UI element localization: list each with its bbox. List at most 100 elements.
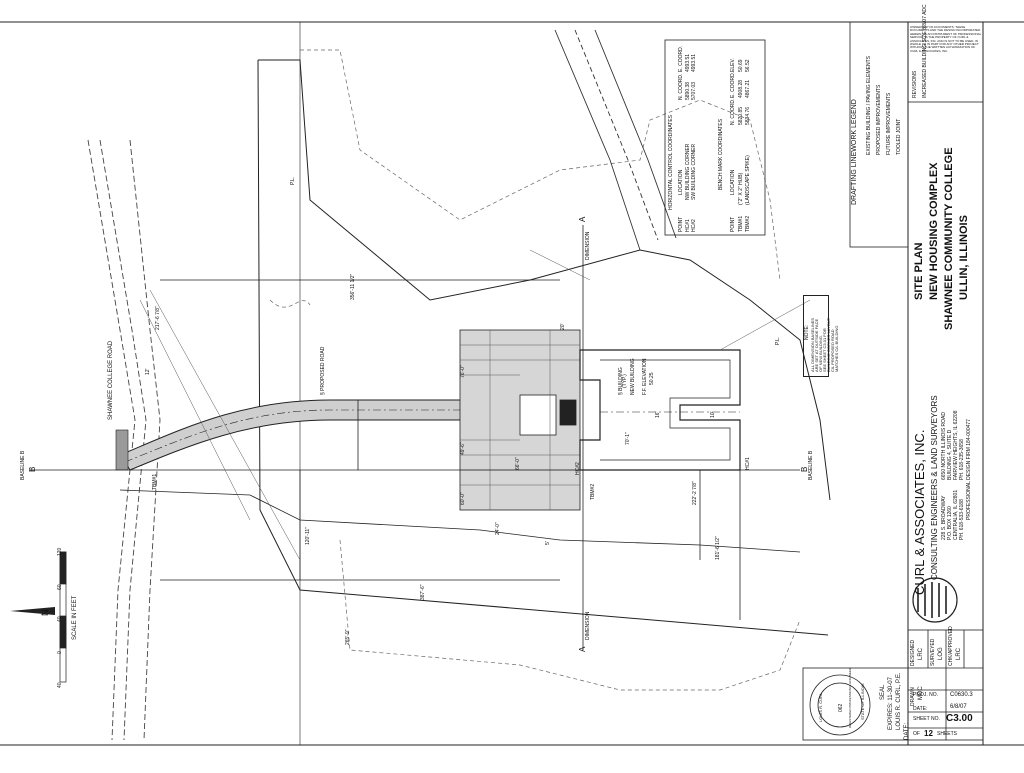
bench-r0-point: TBM#1 bbox=[738, 215, 744, 232]
dim-15: 12' bbox=[145, 368, 151, 375]
ffe-value: 50.25 bbox=[649, 372, 655, 385]
existing-road bbox=[554, 29, 677, 251]
baseline-b-right: BASELINE B bbox=[808, 450, 814, 480]
bench-title: BENCH MARK COORDINATES bbox=[718, 118, 724, 190]
sheet-number: C3.00 bbox=[946, 713, 973, 724]
hcoords-h-e: E. COORD. bbox=[678, 45, 684, 72]
parking-lot bbox=[459, 329, 581, 511]
bench-r1-e: 4867.21 bbox=[745, 79, 751, 98]
section-a-top: A bbox=[578, 216, 587, 222]
note-line-7: MATCHES C/L BUILDING bbox=[834, 325, 839, 372]
legend-item-existing: EXISTING BUILDING / PAVING ELEMENTS bbox=[866, 55, 872, 155]
future-area bbox=[269, 49, 801, 691]
seal-ring-number: 062 bbox=[838, 703, 844, 712]
college-road bbox=[87, 139, 161, 741]
bench-h-elev: ELEV. bbox=[730, 58, 736, 72]
bench-r0-e: 4908.28 bbox=[738, 79, 744, 98]
dim-13: 66'-0" bbox=[515, 457, 521, 470]
hcoords-r1-n: 5707.03 bbox=[691, 81, 697, 100]
dim-7: 120'-11" bbox=[305, 527, 311, 545]
copyright-note: OWNERSHIP OF DOCUMENTS: THESE DOCUMENTS … bbox=[910, 26, 982, 53]
scale-tick-120: 120 bbox=[57, 547, 63, 556]
dim-8: 60'-0" bbox=[460, 492, 466, 505]
dim-14: 16' bbox=[655, 411, 661, 418]
dim-9: 76'-0" bbox=[460, 365, 466, 378]
dim-16: 10' bbox=[710, 411, 716, 418]
legend-title: DRAFTING LINEWORK LEGEND bbox=[851, 99, 858, 205]
baselines bbox=[30, 225, 800, 650]
college-road-label: SHAWNEE COLLEGE ROAD bbox=[108, 340, 114, 420]
bench-r1-elev: 56.52 bbox=[745, 59, 751, 72]
new-building bbox=[579, 349, 741, 471]
new-building-label: NEW BUILDING bbox=[630, 358, 636, 395]
dim-6: 222'-2 7/8" bbox=[692, 481, 698, 505]
of-label: OF bbox=[913, 731, 920, 737]
tbm1-label: TBM#1 bbox=[152, 473, 158, 490]
sheet-count: 12 bbox=[924, 729, 933, 738]
north-arrow bbox=[10, 607, 55, 615]
client-name: SHAWNEE COMMUNITY COLLEGE bbox=[943, 147, 955, 330]
surveyed-label: SURVEYED bbox=[930, 638, 936, 666]
designed-label: DESIGNED bbox=[910, 639, 916, 666]
bench-r0-location: ("2" X 2" HUB) bbox=[738, 172, 744, 205]
legend-item-joint: TOOLED JOINT bbox=[896, 118, 902, 155]
proj-value: C0630.3 bbox=[950, 692, 973, 698]
firm-name: CURL & ASSOCIATES, INC. bbox=[912, 429, 927, 595]
dim-12: 49'-6" bbox=[460, 442, 466, 455]
scale-bar bbox=[59, 551, 67, 683]
bench-r1-n: 5834.76 bbox=[745, 106, 751, 125]
hcoords-h-n: N. COORD. bbox=[678, 73, 684, 100]
dim-3: 265'-9" bbox=[345, 629, 351, 645]
scale-tick-0: 0 bbox=[57, 651, 63, 654]
hcoords-r1-e: 4993.51 bbox=[691, 53, 697, 72]
title-block-grid bbox=[664, 21, 984, 741]
scale-tick-60: 60 bbox=[57, 584, 63, 590]
bench-r1-location: (LANDSCAPE SPIKE) bbox=[745, 155, 751, 205]
scale-tick-40: 40 bbox=[57, 616, 63, 622]
dim-10: 70'-1" bbox=[625, 432, 631, 445]
designed-value: LRC bbox=[918, 647, 924, 660]
sheets-label: SHEETS bbox=[937, 731, 958, 737]
hcoords-h-point: POINT bbox=[678, 216, 684, 232]
dimension-label-top: DIMENSION bbox=[585, 231, 591, 260]
proj-label: PROJ. NO. bbox=[913, 692, 939, 698]
bench-r0-elev: 50.69 bbox=[738, 59, 744, 72]
seal-engineer: LOUIS R. CURL, P.E. bbox=[896, 672, 902, 730]
engineer-seal bbox=[809, 674, 871, 736]
bench-h-n: N. COORD. bbox=[730, 98, 736, 125]
seal-date-label: DATE: bbox=[904, 722, 910, 740]
seal-label: SEAL bbox=[880, 684, 886, 700]
dim-11: 24'-0" bbox=[495, 522, 501, 535]
section-a-bottom: A bbox=[578, 646, 587, 652]
dim-17: 20' bbox=[560, 323, 566, 330]
legend-item-proposed: PROPOSED IMPROVEMENTS bbox=[876, 84, 882, 155]
hc2-label: HC#2 bbox=[575, 462, 581, 475]
proposed-road-label: § PROPOSED ROAD bbox=[320, 346, 326, 395]
building-typ-label: (TYP.) bbox=[622, 374, 628, 388]
pl-label-top: P.L. bbox=[290, 176, 296, 185]
seal-ring-name: LOUIS R. CURL bbox=[818, 692, 823, 722]
dim-1: 356'-11 1/2" bbox=[350, 273, 356, 300]
firm-tagline: CONSULTING ENGINEERS & LAND SURVEYORS bbox=[930, 395, 939, 580]
date-label: DATE: bbox=[913, 706, 928, 712]
hc1-label: HC#1 bbox=[745, 457, 751, 470]
ffe-label: F.F. ELEVATION bbox=[642, 358, 648, 396]
firm-phone: PH. 618-533-6188 bbox=[959, 499, 965, 540]
dim-18: 5' bbox=[545, 541, 551, 545]
bench-r1-point: TBM#2 bbox=[745, 215, 751, 232]
scale-label: SCALE IN FEET bbox=[72, 595, 78, 640]
north-label: N bbox=[40, 609, 50, 617]
date-value: 6/8/07 bbox=[950, 704, 967, 710]
hcoords-r1-point: HC#2 bbox=[691, 219, 697, 232]
legend-item-future: FUTURE IMPROVEMENTS bbox=[886, 92, 892, 155]
project-name: NEW HOUSING COMPLEX bbox=[928, 162, 940, 300]
firm-logo bbox=[912, 577, 958, 623]
note-box bbox=[803, 295, 829, 377]
hcoords-title: HORIZONTAL CONTROL COORDINATES bbox=[668, 114, 674, 210]
dim-5: 181'-6 1/2" bbox=[715, 536, 721, 560]
hcoords-r1-location: SW BUILDING CORNER bbox=[691, 143, 697, 200]
surveyed-value: LOG bbox=[938, 647, 944, 660]
seal-ring-title: REGISTERED PROFESSIONAL ENGINEER bbox=[848, 667, 852, 728]
